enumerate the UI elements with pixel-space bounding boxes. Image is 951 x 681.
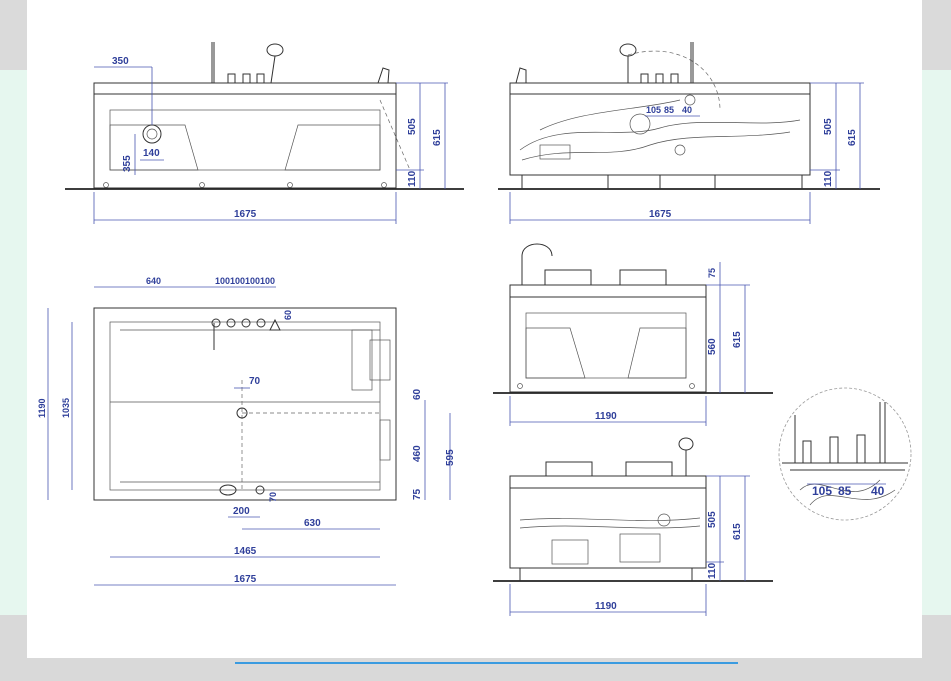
plan-dim-595: 595: [445, 449, 456, 466]
detail-circle: [778, 387, 912, 521]
front-dim-355: 355: [122, 155, 133, 172]
end-bottom-tub-body: [509, 475, 707, 569]
front-dim-615: 615: [432, 129, 443, 146]
front-dim-110: 110: [407, 170, 418, 187]
plan-dim-200: 200: [233, 506, 250, 517]
plan-dim-70b: 70: [268, 492, 278, 502]
end-top-dim-560: 560: [707, 338, 718, 355]
plan-dim-1035: 1035: [61, 398, 71, 418]
rear-view: 105 85 40 505 615 110 1675: [498, 42, 880, 224]
right-band: [921, 70, 951, 615]
footer-rule: [235, 662, 738, 664]
end-bottom-dim-110: 110: [707, 562, 718, 579]
rear-dim-505: 505: [823, 118, 834, 135]
left-band: [0, 70, 30, 615]
detail-dim-40: 40: [871, 484, 885, 498]
front-handshower: [266, 43, 284, 57]
rear-dim-1675: 1675: [649, 209, 672, 220]
rear-handshower: [619, 43, 637, 57]
front-dim-1675: 1675: [234, 209, 257, 220]
front-view: 350 140 355 505 615 110 1675: [65, 42, 464, 224]
plan-dim-100c: 100: [245, 276, 260, 286]
plan-dim-60: 60: [412, 388, 423, 400]
detail-view: 105 85 40: [778, 387, 912, 521]
end-view-top: 75 560 615 1190: [493, 243, 773, 426]
end-bottom-dim-505: 505: [707, 511, 718, 528]
detail-dim-85: 85: [838, 484, 852, 498]
plan-dim-1675-bottom: 1675: [234, 574, 257, 585]
plan-dim-100b: 100: [230, 276, 245, 286]
plan-dim-100a: 100: [215, 276, 230, 286]
plan-view: 640 100 100 100 100 60 1190 1035 70 60 4…: [37, 276, 456, 586]
rear-dim-40: 40: [682, 105, 692, 115]
plan-dim-1465: 1465: [234, 546, 257, 557]
detail-dim-105: 105: [812, 484, 832, 498]
plan-dim-630: 630: [304, 518, 321, 529]
plan-drain: [236, 407, 248, 419]
plan-dim-640: 640: [146, 276, 161, 286]
front-dim-140: 140: [143, 148, 160, 159]
plan-dim-60-top: 60: [283, 310, 293, 320]
rear-dim-105: 105: [646, 105, 661, 115]
front-dim-350: 350: [112, 56, 129, 67]
front-overflow-fitting: [142, 124, 162, 144]
plan-dim-1190: 1190: [37, 398, 47, 418]
plan-dim-460: 460: [412, 445, 423, 462]
rear-dim-615: 615: [847, 129, 858, 146]
plan-dim-70: 70: [249, 376, 261, 387]
front-tub-body: [93, 82, 397, 189]
end-top-dim-75: 75: [707, 268, 717, 278]
end-top-dim-1190: 1190: [595, 411, 617, 422]
rear-tub-body: [509, 82, 811, 176]
front-dim-505: 505: [407, 118, 418, 135]
end-bottom-dim-1190: 1190: [595, 601, 617, 612]
end-top-dim-615: 615: [732, 331, 743, 348]
rear-dim-110: 110: [823, 170, 834, 187]
end-bottom-dim-615: 615: [732, 523, 743, 540]
end-top-tub-body: [509, 284, 707, 393]
end-top-faucet: [521, 243, 553, 285]
end-bottom-handshower: [678, 437, 694, 451]
end-view-bottom: 505 615 110 1190: [493, 437, 773, 616]
plan-dim-75: 75: [412, 488, 423, 500]
plan-dim-100d: 100: [260, 276, 275, 286]
plan-tub-outline: [93, 307, 397, 501]
rear-dim-85: 85: [664, 105, 674, 115]
